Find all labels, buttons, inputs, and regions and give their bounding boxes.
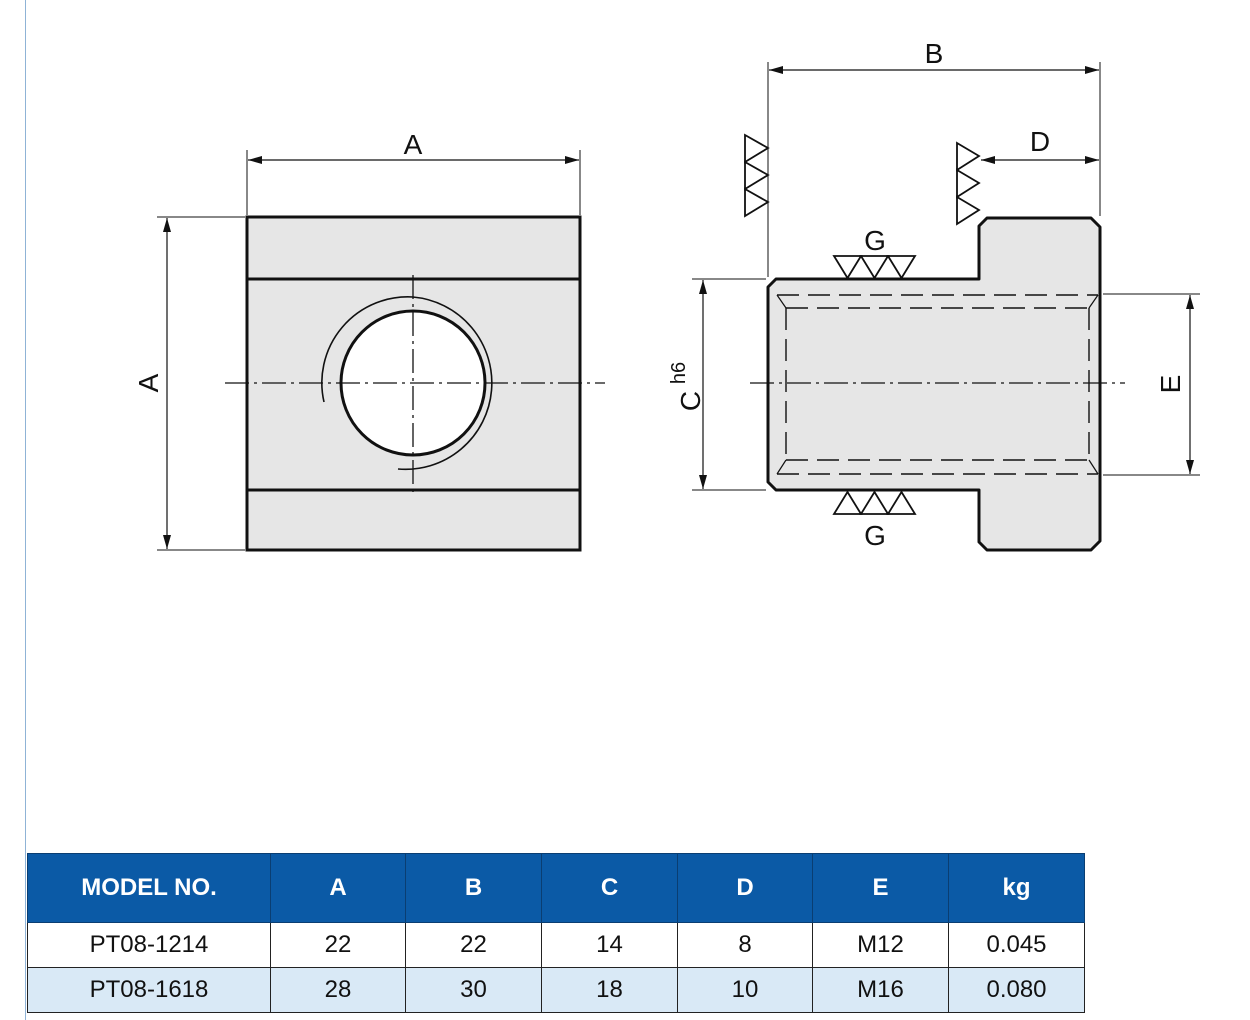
cell-c: 18 — [541, 967, 678, 1013]
header-kg: kg — [948, 853, 1085, 923]
cell-e: M16 — [812, 967, 949, 1013]
table-row: PT08-1618 28 30 18 10 M16 0.080 — [27, 967, 1085, 1013]
cell-c: 14 — [541, 922, 678, 968]
cell-d: 8 — [677, 922, 813, 968]
cell-b: 22 — [405, 922, 542, 968]
roughness-bottom-label: G — [864, 520, 886, 551]
hidden-chamfer-bl — [776, 459, 787, 475]
dim-a-height-label: A — [133, 373, 164, 392]
surface-finish-symbol-bottom — [832, 490, 917, 515]
cell-kg: 0.045 — [948, 922, 1085, 968]
hidden-chamfer-br — [1088, 459, 1099, 475]
header-b: B — [405, 853, 542, 923]
surface-finish-symbol-shoulder — [956, 141, 981, 226]
dim-a-width-label: A — [404, 129, 423, 160]
header-a: A — [270, 853, 406, 923]
header-e: E — [812, 853, 949, 923]
surface-finish-symbol-top — [832, 255, 917, 280]
cell-model: PT08-1214 — [27, 922, 271, 968]
side-view: B D C h6 E — [668, 38, 1200, 552]
table-row: PT08-1214 22 22 14 8 M12 0.045 — [27, 922, 1085, 968]
roughness-top-label: G — [864, 225, 886, 256]
cell-e: M12 — [812, 922, 949, 968]
table-header-row: MODEL NO. A B C D E kg — [27, 853, 1085, 923]
dim-d-label: D — [1030, 126, 1050, 157]
dim-c-tolerance: h6 — [668, 362, 690, 384]
cell-kg: 0.080 — [948, 967, 1085, 1013]
cell-d: 10 — [677, 967, 813, 1013]
cell-a: 28 — [270, 967, 406, 1013]
hidden-chamfer-tr — [1088, 294, 1099, 309]
cell-b: 30 — [405, 967, 542, 1013]
hidden-chamfer-tl — [776, 294, 787, 309]
cell-model: PT08-1618 — [27, 967, 271, 1013]
header-model-no: MODEL NO. — [27, 853, 271, 923]
dim-b-label: B — [925, 38, 944, 69]
cell-a: 22 — [270, 922, 406, 968]
side-view-body — [766, 216, 1102, 552]
front-view: A A — [133, 129, 605, 552]
specification-table: MODEL NO. A B C D E kg PT08-1214 22 22 1… — [27, 853, 1085, 1013]
technical-drawing: A A B D C h6 — [133, 38, 1200, 552]
header-c: C — [541, 853, 678, 923]
page-left-border — [25, 0, 26, 1020]
surface-finish-symbol-left — [744, 133, 770, 218]
dim-e-label: E — [1155, 375, 1186, 394]
header-d: D — [677, 853, 813, 923]
thread-arc-lower — [397, 296, 493, 471]
thread-arc-upper — [321, 296, 414, 403]
dim-c-label: C — [675, 391, 706, 411]
